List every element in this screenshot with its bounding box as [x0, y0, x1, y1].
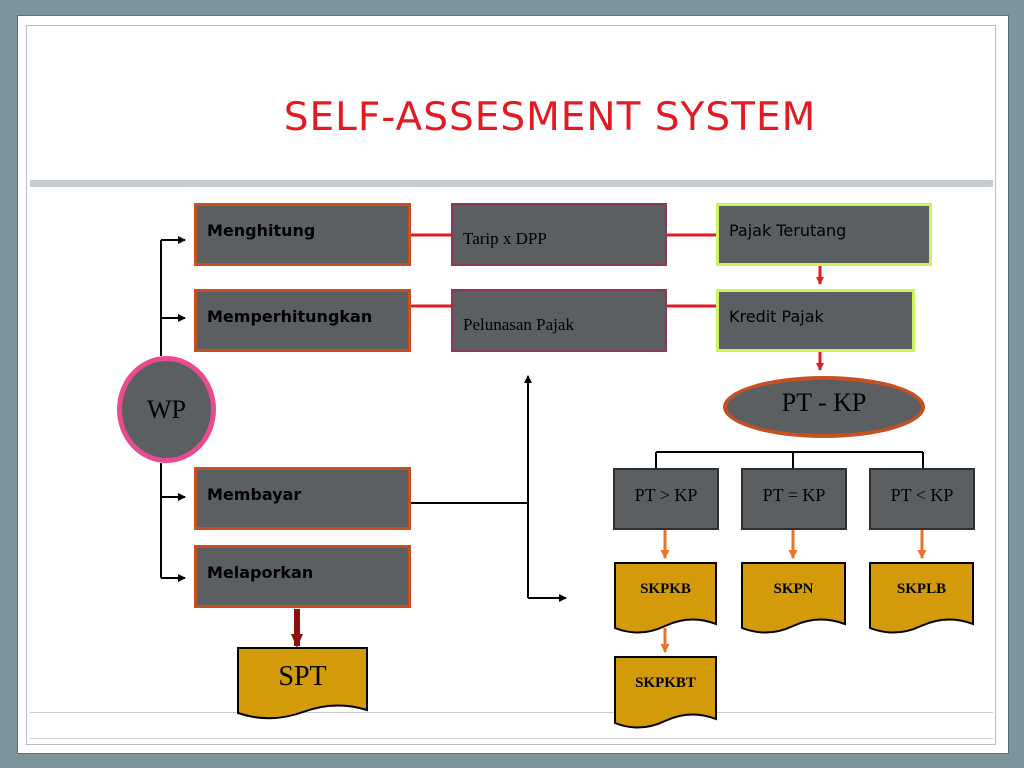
skpn-document: [741, 562, 846, 634]
pelunasan-pajak-box: Pelunasan Pajak: [451, 289, 667, 352]
spt-document: [237, 647, 368, 720]
footer-band: [30, 712, 993, 739]
skplb-document: [869, 562, 974, 634]
slide-inner-border: [26, 25, 996, 745]
pt-eq-kp-label: PT = KP: [762, 484, 826, 505]
kredit-pajak-label: Kredit Pajak: [729, 307, 824, 326]
membayar-box: Membayar: [194, 467, 411, 530]
pt-gt-kp-label: PT > KP: [634, 484, 698, 505]
melaporkan-label: Melaporkan: [207, 563, 314, 582]
pt-lt-kp-box: PT < KP: [869, 468, 975, 530]
skpn-label: SKPN: [773, 581, 814, 597]
pt-kp-label: PT - KP: [781, 388, 867, 417]
wp-node: WP: [117, 356, 216, 463]
wp-branch-lines: [160, 236, 186, 582]
pajak-terutang-box: Pajak Terutang: [716, 203, 932, 266]
pt-eq-kp-box: PT = KP: [741, 468, 847, 530]
pt-gt-kp-box: PT > KP: [613, 468, 719, 530]
tarip-dpp-box: Tarip x DPP: [451, 203, 667, 266]
pt-kp-node: PT - KP: [723, 376, 925, 438]
skpkbt-document: [614, 656, 717, 729]
skpkbt-label: SKPKBT: [635, 675, 696, 691]
menghitung-label: Menghitung: [207, 221, 316, 240]
kredit-pajak-box: Kredit Pajak: [716, 289, 915, 352]
skpkb-label: SKPKB: [640, 581, 691, 597]
pelunasan-pajak-label: Pelunasan Pajak: [463, 314, 574, 334]
skpkb-document: [614, 562, 717, 634]
memperhitungkan-label: Memperhitungkan: [207, 307, 373, 326]
red-links: [411, 233, 824, 371]
pajak-terutang-label: Pajak Terutang: [729, 221, 847, 240]
title-divider: [30, 180, 993, 187]
slide-title: SELF-ASSESMENT SYSTEM: [283, 95, 817, 140]
pt-kp-tree: [655, 451, 924, 468]
orange-arrows: [660, 530, 927, 653]
membayar-label: Membayar: [207, 485, 302, 504]
wp-label: WP: [147, 394, 186, 424]
memperhitungkan-box: Memperhitungkan: [194, 289, 411, 352]
tarip-dpp-label: Tarip x DPP: [463, 228, 547, 248]
melaporkan-box: Melaporkan: [194, 545, 411, 608]
skplb-label: SKPLB: [896, 581, 947, 597]
pt-lt-kp-label: PT < KP: [890, 484, 954, 505]
spt-label: SPT: [278, 661, 327, 692]
membayar-connector: [411, 375, 567, 602]
menghitung-box: Menghitung: [194, 203, 411, 266]
